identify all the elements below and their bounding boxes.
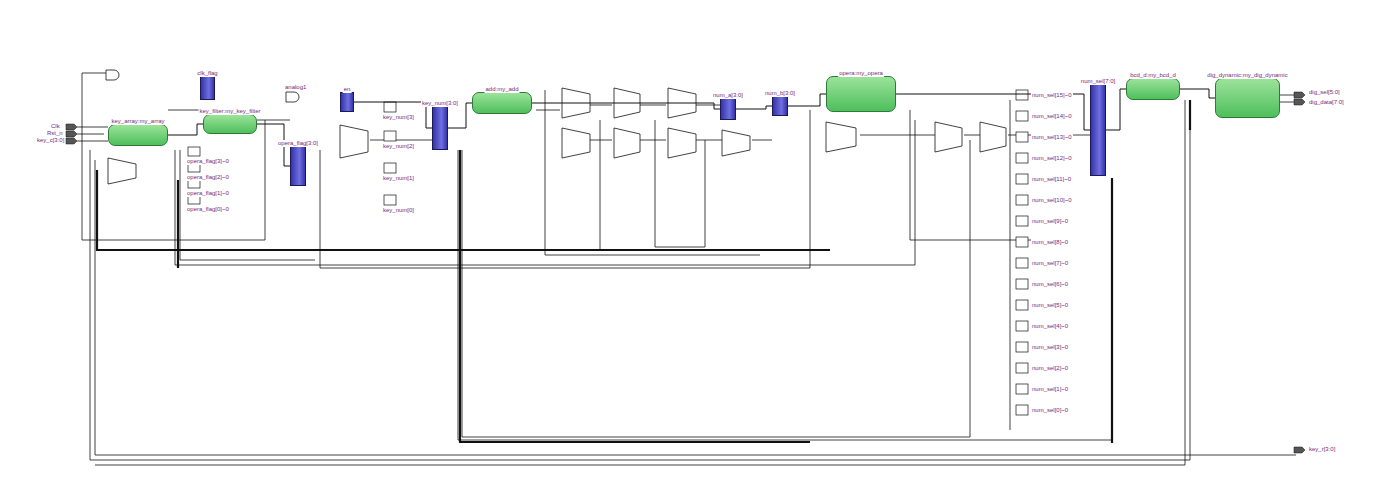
signal-name: num_sel[15]~0 [1031, 92, 1073, 99]
instance-name: bcd_d:my_bcd_d [1129, 72, 1177, 79]
signal-name: num_sel[10]~0 [1031, 197, 1073, 204]
signal-name: opera_flag[2]~0 [186, 174, 230, 181]
instance-name: key_filter:my_key_filter [198, 108, 261, 115]
signal-name: opera_flag[1]~0 [186, 190, 230, 197]
instance-name: key_num[3:0] [421, 100, 459, 107]
register-block: key_num[3:0] [432, 106, 448, 150]
instance-name: en [343, 86, 352, 93]
register-block: num_sel[7:0] [1090, 84, 1106, 176]
register-block: opera_flag[3:0] [290, 146, 306, 186]
signal-name: num_sel[3]~0 [1031, 344, 1069, 351]
instance-name: opera_flag[3:0] [277, 140, 319, 147]
instance-name: num_b[3:0] [764, 90, 796, 97]
signal-name: key_num[1] [382, 175, 415, 182]
signal-wire [1180, 89, 1215, 98]
instance-name: clk_flag [196, 70, 218, 77]
module-instance: key_array:my_array [108, 124, 168, 146]
signal-name: num_sel[7]~0 [1031, 260, 1069, 267]
signal-name: num_sel[12]~0 [1031, 155, 1073, 162]
signal-wire [736, 106, 772, 109]
signal-wire [896, 94, 1090, 130]
signal-wire [1106, 89, 1126, 130]
signal-wire [168, 124, 203, 135]
module-instance: add:my_add [472, 92, 532, 114]
register-block: num_a[3:0] [720, 98, 736, 120]
signal-name: num_sel[2]~0 [1031, 365, 1069, 372]
instance-name: opera:my_opera [838, 70, 884, 77]
register-block: clk_flag [200, 76, 215, 100]
signal-name: Clk [50, 123, 61, 130]
register-block: en [340, 92, 354, 112]
instance-name: dig_dynamic:my_dig_dynamic [1206, 72, 1288, 79]
signal-name: key_num[0] [382, 207, 415, 214]
signal-name: num_sel[0]~0 [1031, 407, 1069, 414]
signal-name: num_sel[6]~0 [1031, 281, 1069, 288]
signal-name: dig_data[7:0] [1308, 99, 1345, 106]
instance-name: num_a[3:0] [712, 92, 744, 99]
signal-name: key_c[3:0] [36, 137, 65, 144]
signal-name: Rst_n [46, 130, 64, 137]
module-instance: key_filter:my_key_filter [203, 114, 257, 134]
module-instance: opera:my_opera [826, 76, 896, 112]
signal-name: num_sel[8]~0 [1031, 239, 1069, 246]
signal-name: num_sel[13]~0 [1031, 134, 1073, 141]
signal-name: num_sel[5]~0 [1031, 302, 1069, 309]
signal-name: num_sel[11]~0 [1031, 176, 1072, 183]
module-instance: bcd_d:my_bcd_d [1126, 78, 1180, 100]
signal-name: num_sel[9]~0 [1031, 218, 1069, 225]
instance-name: key_array:my_array [110, 118, 165, 125]
instance-name: add:my_add [484, 86, 519, 93]
signal-name: num_sel[1]~0 [1031, 386, 1069, 393]
signal-wire [532, 103, 720, 109]
signal-name: num_sel[4]~0 [1031, 323, 1069, 330]
signal-name: analog1 [284, 84, 307, 91]
signal-name: num_sel[14]~0 [1031, 113, 1073, 120]
signal-name: key_r[3:0] [1308, 446, 1336, 453]
signal-name: opera_flag[3]~0 [186, 158, 230, 165]
signal-name: dig_sel[5:0] [1308, 89, 1341, 96]
signal-name: key_num[2] [382, 143, 415, 150]
module-instance: dig_dynamic:my_dig_dynamic [1215, 78, 1280, 118]
register-block: num_b[3:0] [772, 96, 788, 116]
signal-name: key_num[3] [382, 114, 415, 121]
signal-name: opera_flag[0]~0 [186, 206, 230, 213]
instance-name: num_sel[7:0] [1080, 78, 1116, 85]
